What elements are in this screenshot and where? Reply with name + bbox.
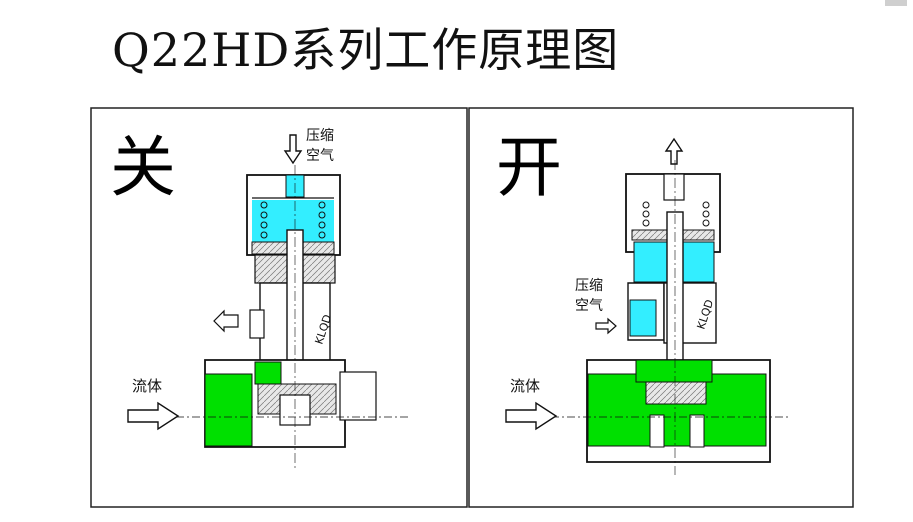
open-air-label-1: 压缩 — [575, 278, 603, 294]
corner-mark — [885, 0, 907, 6]
open-valve-disc — [645, 381, 707, 405]
closed-fluid-arrow-icon — [127, 401, 180, 431]
open-air-in-arrow-icon — [595, 317, 617, 335]
open-state-label: 开 — [496, 129, 562, 206]
open-fluid-label: 流体 — [510, 377, 540, 395]
open-air-passage — [629, 299, 657, 337]
closed-panel: 关 压缩 空气 KLQD — [110, 128, 410, 470]
open-air-label-2: 空气 — [575, 298, 603, 314]
open-panel: 开 KLQD 压缩 空气 流体 — [496, 129, 790, 475]
closed-fluid-label: 流体 — [132, 377, 162, 395]
air-out-arrow-icon — [664, 137, 684, 165]
open-springs — [642, 201, 710, 227]
page-title: Q22HD系列工作原理图 — [112, 23, 620, 77]
air-in-arrow-icon — [283, 134, 303, 165]
closed-inlet-fluid — [204, 373, 253, 447]
closed-outlet — [339, 371, 377, 421]
closed-panel-frame — [90, 107, 468, 508]
open-fluid-arrow-icon — [505, 401, 558, 431]
closed-springs — [260, 201, 326, 239]
closed-exhaust-arrow-icon — [213, 309, 239, 333]
closed-air-label-2: 空气 — [306, 148, 334, 164]
closed-state-label: 关 — [110, 129, 176, 206]
open-panel-frame — [468, 107, 854, 508]
closed-air-label-1: 压缩 — [306, 128, 334, 144]
